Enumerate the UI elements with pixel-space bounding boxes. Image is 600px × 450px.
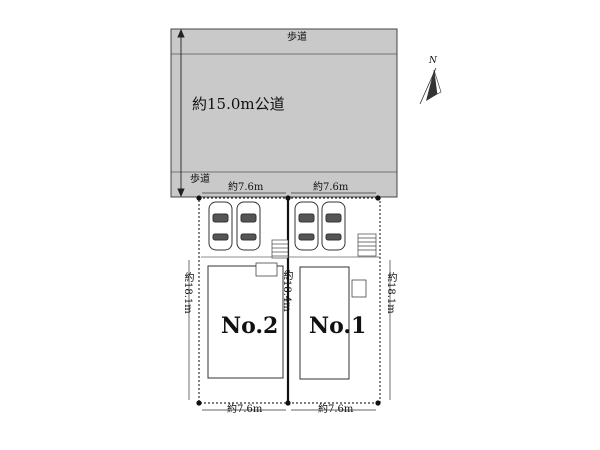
shared-boundary-dimension: 約18.4m (281, 270, 292, 312)
building-no1-annex (351, 279, 367, 298)
lot-no2-label: No.2 (221, 313, 279, 339)
stairs-left (271, 239, 289, 259)
lot1-frontage-dimension: 約7.6m (313, 182, 349, 193)
road-width-arrow (177, 28, 185, 198)
car-icon (321, 201, 346, 251)
stairs-right (357, 233, 377, 257)
car-icon (236, 201, 261, 251)
building-no2-annex (255, 262, 278, 277)
lot2-depth-dimension: 約18.1m (182, 272, 193, 314)
building-no2 (207, 265, 284, 379)
lot2-frontage-dimension: 約7.6m (228, 182, 264, 193)
lot-no1-label: No.1 (309, 313, 367, 339)
road-label: 約15.0m公道 (192, 95, 285, 113)
sidewalk-top-label: 歩道 (287, 32, 307, 43)
side-dimension-lines (188, 260, 391, 400)
lot1-rear-dimension: 約7.6m (318, 404, 354, 415)
car-icon (294, 201, 319, 251)
road-area (170, 28, 398, 198)
building-no1 (299, 266, 350, 380)
lot2-rear-dimension: 約7.6m (227, 404, 263, 415)
boundary-markers (196, 195, 381, 406)
lot1-depth-dimension: 約18.1m (385, 272, 396, 314)
sidewalk-bottom-label: 歩道 (190, 174, 210, 185)
north-label: N (429, 56, 437, 66)
north-arrow-icon (419, 67, 442, 105)
car-icon (208, 201, 233, 251)
